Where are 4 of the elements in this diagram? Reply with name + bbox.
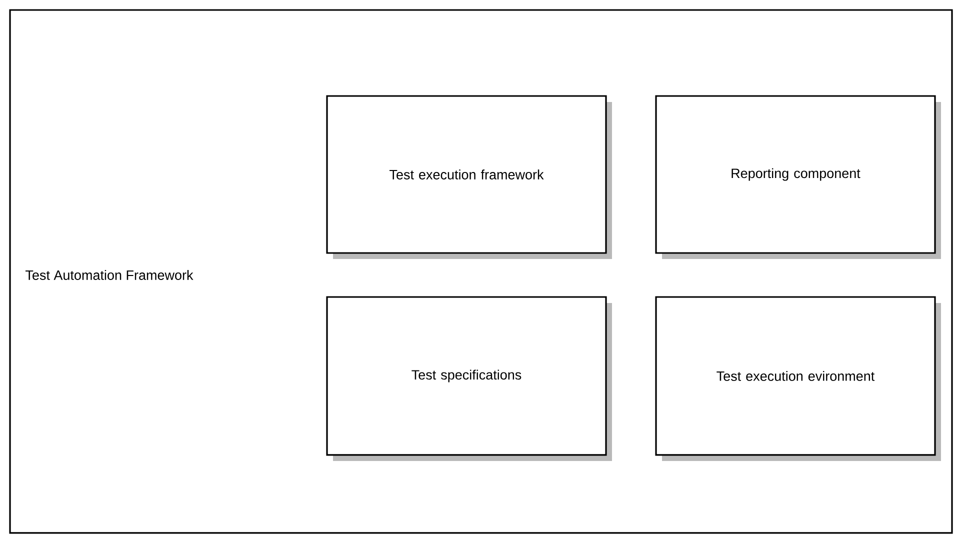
component-box: Test execution framework xyxy=(326,95,612,259)
component-box: Test specifications xyxy=(326,296,612,461)
component-box: Test execution evironment xyxy=(655,296,941,461)
component-box: Reporting component xyxy=(655,95,941,259)
